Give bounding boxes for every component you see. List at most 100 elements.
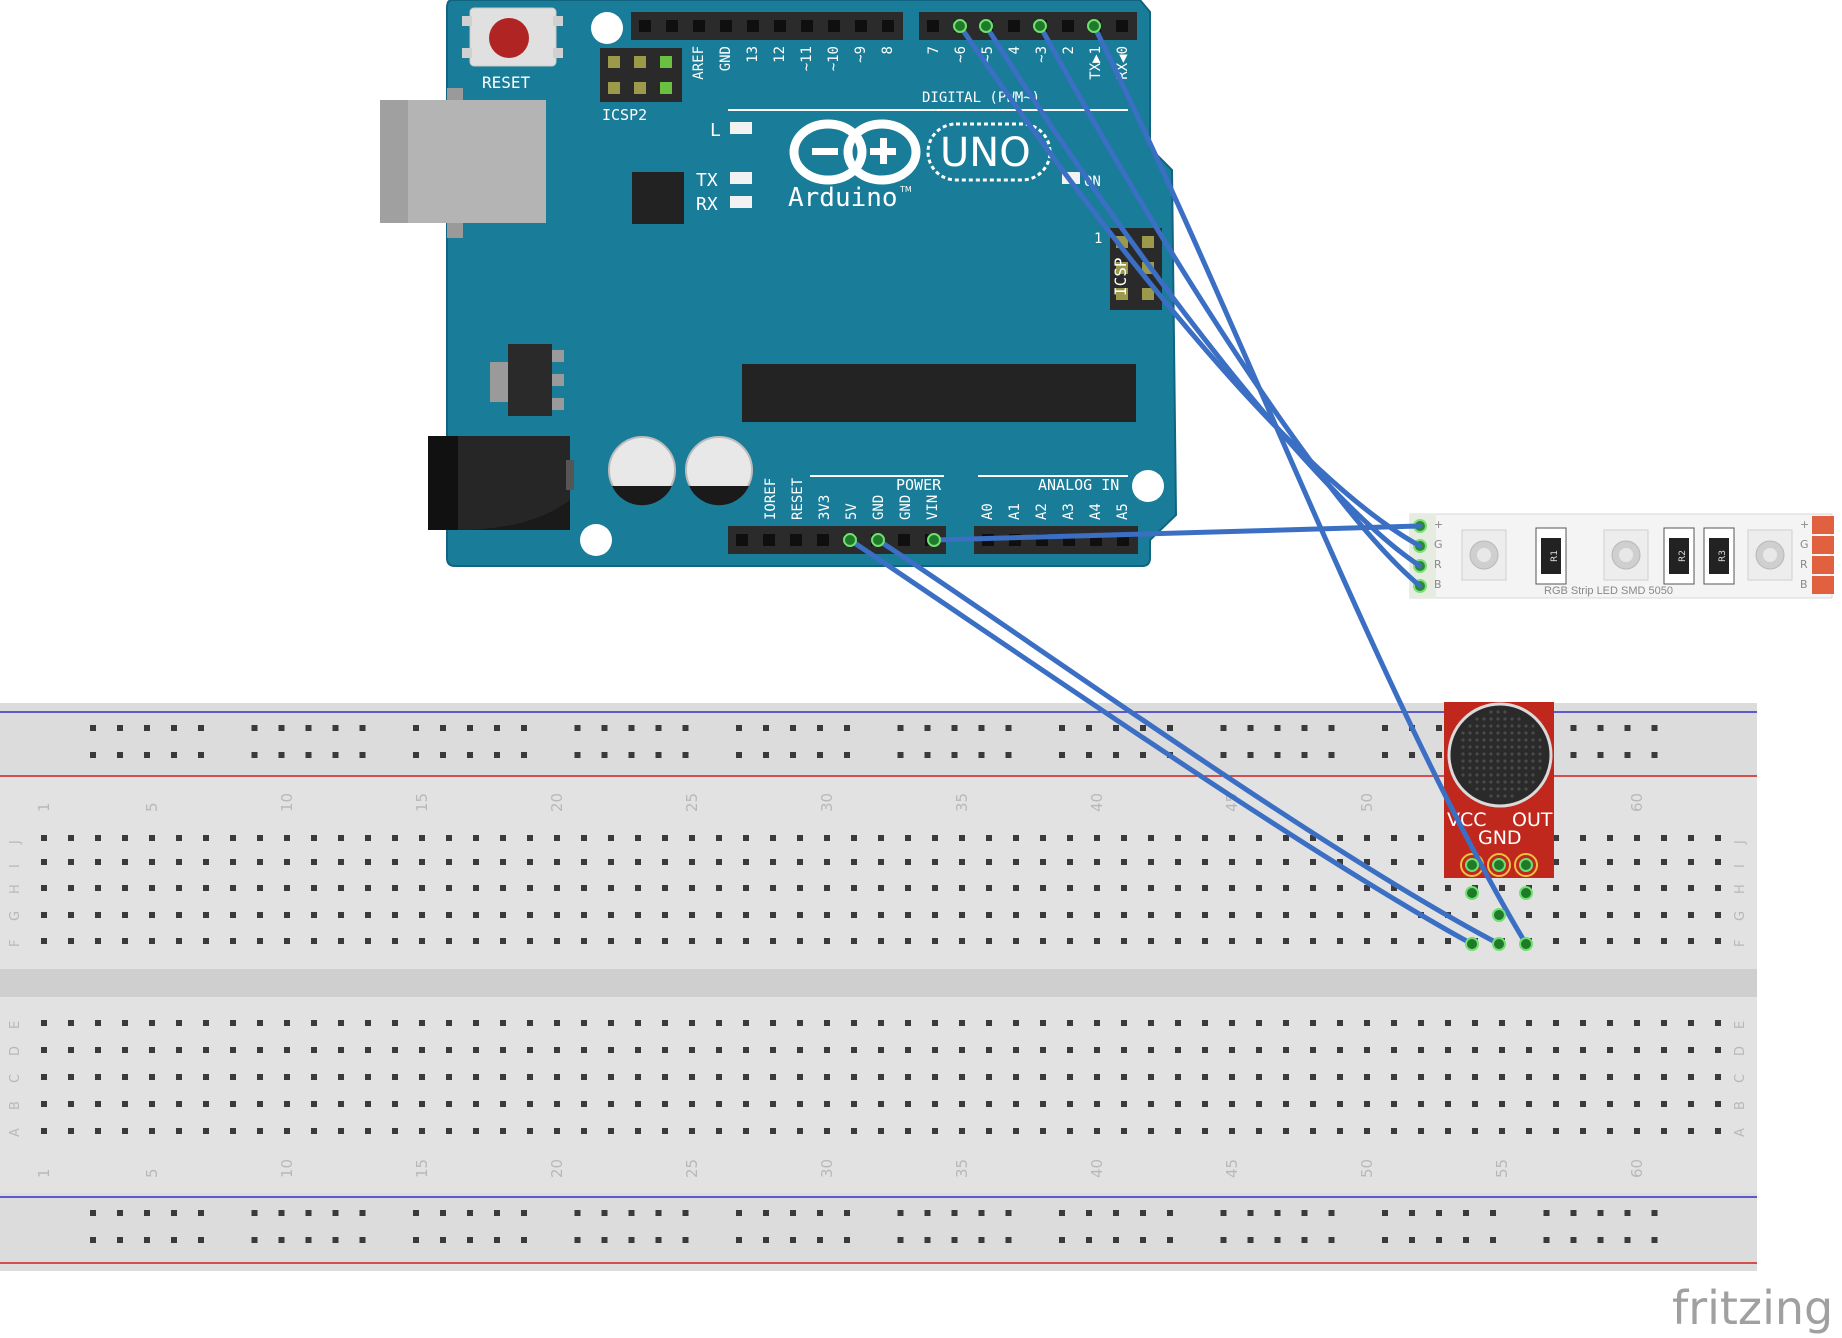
breadboard-hole: [689, 1128, 695, 1134]
rail-hole: [305, 1237, 312, 1243]
breadboard-hole: [770, 1020, 776, 1026]
mesh-dot: [1503, 738, 1507, 742]
breadboard-hole: [392, 1128, 398, 1134]
rail-hole: [1570, 725, 1577, 731]
wire-pin6-to-strip[interactable]: [957, 23, 1423, 549]
reset-button[interactable]: [462, 7, 563, 67]
breadboard-hole: [1148, 1020, 1154, 1026]
rail-hole: [1651, 752, 1658, 758]
row-label-e-right: E: [1733, 1021, 1748, 1029]
breadboard-hole: [1499, 1128, 1505, 1134]
rail-hole: [924, 1210, 931, 1216]
mesh-dot: [1531, 766, 1535, 770]
breadboard-hole: [851, 1128, 857, 1134]
breadboard-hole: [1418, 1101, 1424, 1107]
arduino-uno-board: RESET ICSP2 L TX RX: [380, 0, 1178, 567]
breadboard-hole: [959, 912, 965, 918]
mesh-dot: [1489, 745, 1493, 749]
column-number-bottom: 20: [548, 1159, 566, 1178]
rail-hole: [1274, 1210, 1281, 1216]
wire-endpoint: [1465, 937, 1479, 951]
column-number-top: 40: [1088, 793, 1106, 812]
breadboard-hole: [473, 1128, 479, 1134]
rail-hole: [171, 1237, 177, 1243]
wire-pin1-to-mic-out[interactable]: [1091, 23, 1529, 947]
rail-hole: [574, 752, 581, 758]
breadboard-hole: [1175, 1128, 1181, 1134]
breadboard-hole: [1445, 885, 1451, 891]
breadboard-hole: [1688, 1101, 1694, 1107]
rail-hole: [844, 1210, 850, 1216]
breadboard-hole: [581, 938, 587, 944]
breadboard-hole: [365, 938, 371, 944]
breadboard-hole: [95, 859, 101, 865]
breadboard-hole: [230, 859, 236, 865]
breadboard-hole: [68, 885, 74, 891]
rail-hole: [1382, 725, 1388, 731]
rail-hole: [278, 1210, 285, 1216]
breadboard-hole: [1202, 1074, 1208, 1080]
wire-vin-to-strip[interactable]: [931, 523, 1423, 543]
breadboard-hole: [473, 835, 479, 841]
breadboard-hole: [527, 1047, 533, 1053]
strip-label: RGB Strip LED SMD 5050: [1544, 585, 1673, 597]
rail-hole: [1570, 1237, 1577, 1243]
breadboard-hole: [797, 1074, 803, 1080]
breadboard-hole: [1337, 1074, 1343, 1080]
breadboard-hole: [365, 1074, 371, 1080]
breadboard-hole: [1256, 885, 1262, 891]
wire-gnd-to-breadboard[interactable]: [875, 537, 1502, 947]
breadboard-hole: [338, 912, 344, 918]
breadboard-hole: [1688, 912, 1694, 918]
breadboard-hole: [1067, 938, 1073, 944]
rail-hole: [467, 1210, 473, 1216]
breadboard-hole: [1634, 885, 1640, 891]
breadboard-hole: [1094, 859, 1100, 865]
breadboard-hole: [1499, 1074, 1505, 1080]
rail-hole: [1301, 752, 1308, 758]
rail-hole: [413, 725, 419, 731]
breadboard-hole: [635, 885, 641, 891]
breadboard-hole: [716, 885, 722, 891]
breadboard-hole: [311, 1047, 317, 1053]
header-pin: [1116, 20, 1128, 32]
breadboard-hole: [41, 1128, 47, 1134]
rail-hole: [251, 1237, 258, 1243]
rail-hole: [682, 1237, 689, 1243]
breadboard-hole: [284, 1047, 290, 1053]
header-pin: [774, 20, 786, 32]
mesh-dot: [1517, 738, 1521, 742]
mesh-dot: [1489, 717, 1493, 721]
rail-hole: [1005, 725, 1012, 731]
breadboard-hole: [1121, 1128, 1127, 1134]
breadboard-hole: [1553, 1020, 1559, 1026]
breadboard-hole: [986, 1047, 992, 1053]
rail-hole: [117, 1210, 123, 1216]
breadboard-hole: [1337, 1101, 1343, 1107]
digital-label: DIGITAL (PWM~): [922, 90, 1040, 106]
breadboard-hole: [1094, 912, 1100, 918]
breadboard-hole: [1094, 1074, 1100, 1080]
breadboard-hole: [608, 912, 614, 918]
wire-pin3-to-strip[interactable]: [1037, 23, 1423, 589]
header-pin: [639, 20, 651, 32]
rail-hole: [1301, 725, 1308, 731]
mesh-dot: [1489, 731, 1493, 735]
wire-5v-to-breadboard[interactable]: [847, 537, 1475, 947]
resistor-r1: R1: [1535, 527, 1567, 585]
breadboard-hole: [230, 1128, 236, 1134]
rail-hole: [1113, 1237, 1119, 1243]
column-number-bottom: 30: [818, 1159, 836, 1178]
breadboard-hole: [554, 938, 560, 944]
breadboard-hole: [932, 1047, 938, 1053]
breadboard-hole: [41, 1074, 47, 1080]
breadboard-hole: [1067, 1074, 1073, 1080]
mesh-dot: [1489, 780, 1493, 784]
rail-hole: [1059, 725, 1065, 731]
breadboard-hole: [284, 912, 290, 918]
breadboard-hole: [122, 1101, 128, 1107]
mesh-dot: [1538, 738, 1542, 742]
breadboard-hole: [419, 859, 425, 865]
rail-hole: [1301, 1237, 1308, 1243]
